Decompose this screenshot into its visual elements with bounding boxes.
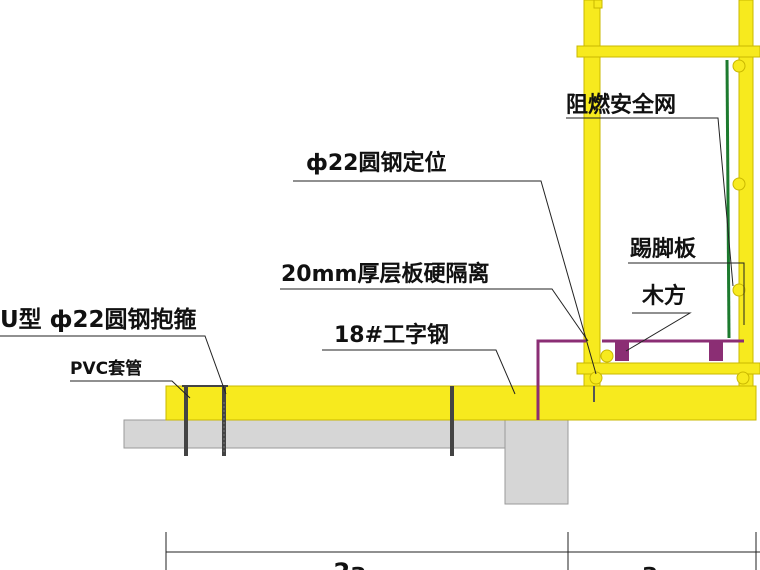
kickboard-block-right	[709, 341, 723, 361]
leader-timber	[625, 312, 692, 352]
leader-hoop	[0, 335, 227, 395]
leader-net	[566, 117, 734, 287]
coupler	[600, 349, 614, 363]
leader-rod-position	[293, 180, 597, 375]
dimension-left-value: 2a	[334, 558, 367, 570]
coupler	[736, 371, 750, 385]
dimension-right-value: a	[642, 558, 658, 570]
scaffold-ledger-bottom	[576, 362, 760, 375]
coupler	[732, 177, 746, 191]
leader-ibeam	[322, 349, 516, 395]
leader-pvc	[70, 380, 191, 399]
coupler	[589, 371, 603, 385]
coupler	[732, 59, 746, 73]
leader-plywood	[280, 288, 589, 342]
kickboard-block-left	[615, 341, 629, 361]
label-safety-net: 阻燃安全网	[566, 92, 676, 118]
label-timber: 木方	[641, 283, 686, 309]
label-kickboard: 踢脚板	[630, 237, 697, 262]
label-pvc-sleeve: PVC套管	[70, 358, 142, 379]
label-plywood-isolation: 20mm厚层板硬隔离	[281, 261, 489, 287]
label-u-hoop: U型 ф22圆钢抱箍	[0, 306, 197, 333]
concrete-beam	[504, 419, 569, 505]
scaffold-ledger-top	[576, 45, 760, 58]
i-beam	[165, 385, 757, 421]
upright-stub	[593, 0, 603, 9]
scaffold-upright-outer	[738, 0, 754, 387]
leader-kickboard	[628, 262, 745, 325]
safety-net	[725, 59, 731, 339]
scaffold-upright-inner	[583, 0, 601, 387]
label-rod-position: ф22圆钢定位	[306, 150, 446, 176]
coupler	[732, 283, 746, 297]
label-ibeam: 18#工字钢	[334, 322, 449, 348]
concrete-slab	[123, 419, 569, 449]
plywood-isolation	[536, 339, 586, 420]
